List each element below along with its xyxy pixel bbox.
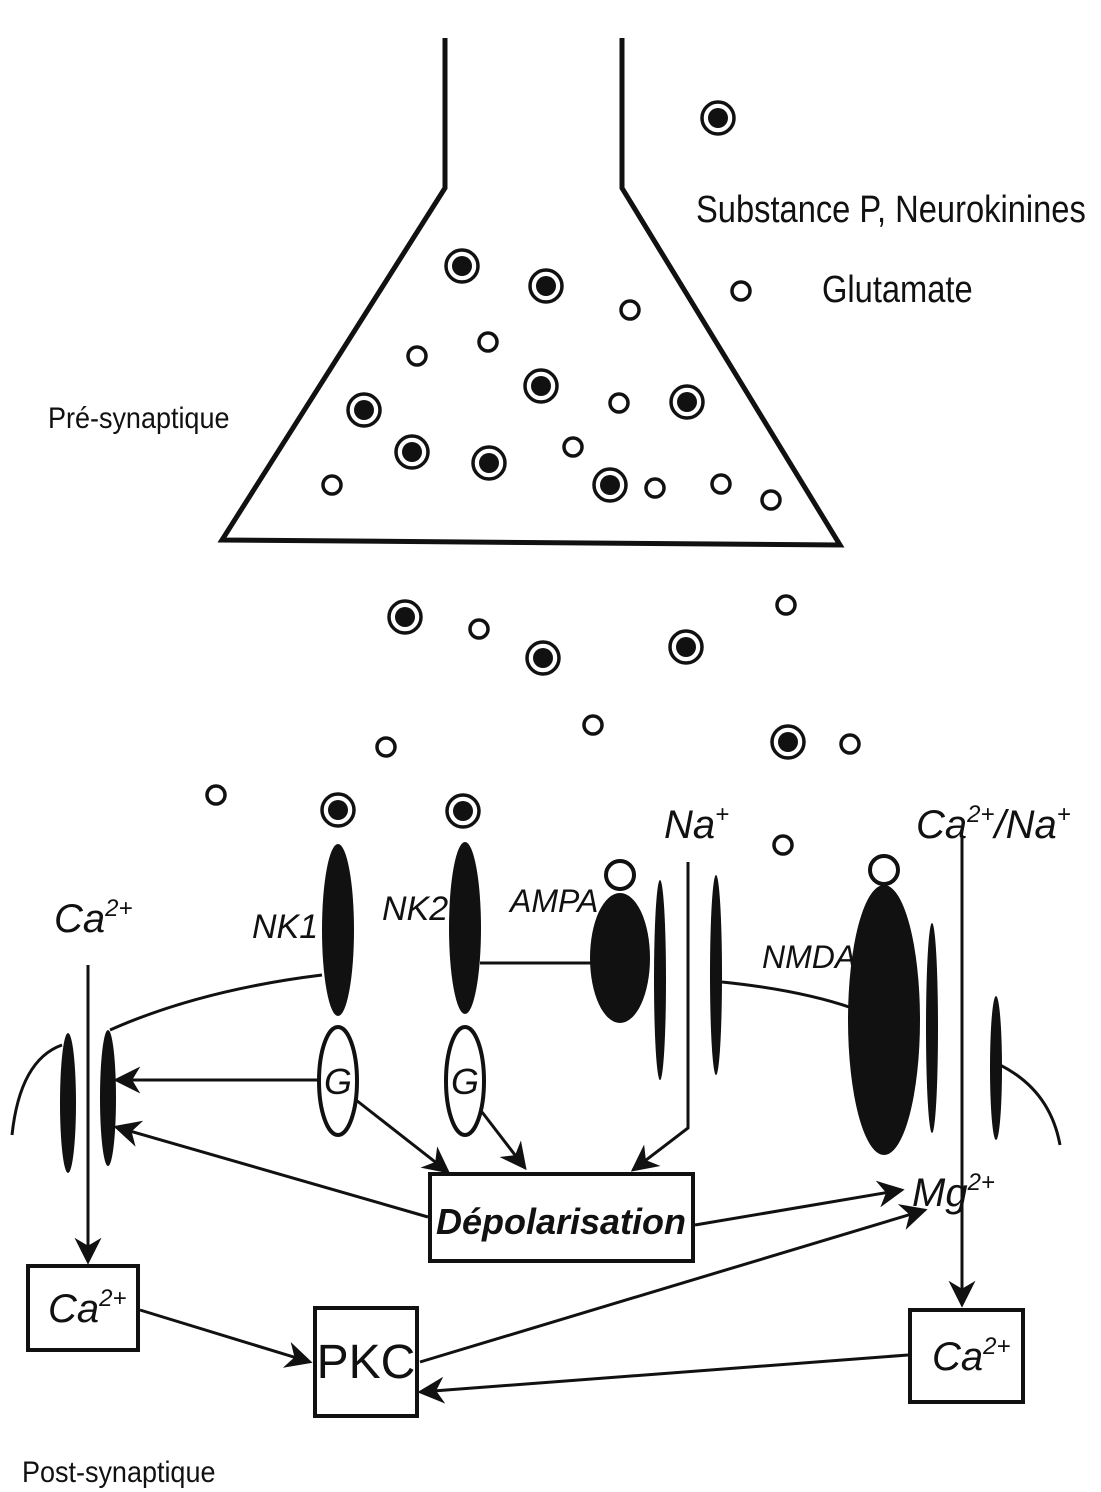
- ampa-label: AMPA: [508, 883, 598, 919]
- large-vesicle-substance-p: [446, 250, 478, 282]
- small-vesicle-glutamate: [377, 738, 395, 756]
- small-vesicle-glutamate: [564, 438, 582, 456]
- arrow-ca-right-to-pkc: [420, 1355, 908, 1392]
- arrows: [88, 838, 962, 1392]
- mg-block-label: Mg2+: [912, 1169, 995, 1215]
- small-vesicle-glutamate: [762, 491, 780, 509]
- large-vesicle-substance-p: [594, 469, 626, 501]
- nk2-label: NK2: [382, 890, 448, 928]
- arrow-depol-to-ca-channel: [116, 1127, 428, 1217]
- small-vesicle-glutamate: [712, 475, 730, 493]
- postsynaptic-label: Post-synaptique: [22, 1456, 215, 1490]
- pkc-label: PKC: [317, 1336, 416, 1389]
- depolarisation-label: Dépolarisation: [436, 1201, 686, 1242]
- small-vesicle-glutamate: [621, 301, 639, 319]
- large-vesicle-substance-p: [671, 386, 703, 418]
- ampa-receptor: [590, 861, 722, 1080]
- presynaptic-label: Pré-synaptique: [48, 402, 229, 436]
- large-vesicle-substance-p: [702, 102, 734, 134]
- nk1-label: NK1: [252, 908, 318, 946]
- ca-na-ion-label: Ca2+/Na+: [916, 801, 1071, 847]
- small-vesicle-glutamate: [323, 476, 341, 494]
- small-vesicle-glutamate: [479, 333, 497, 351]
- large-vesicle-substance-p: [447, 795, 479, 827]
- arrow-depol-to-mg: [695, 1190, 902, 1225]
- legend-large-vesicle-label: Substance P, Neurokinines: [696, 188, 1086, 231]
- nmda-receptor: [848, 856, 1002, 1155]
- arrow-nk1-g-to-depol: [356, 1100, 448, 1172]
- large-vesicle-substance-p: [389, 601, 421, 633]
- arrow-ca-left-to-pkc: [140, 1310, 310, 1362]
- large-vesicle-substance-p: [525, 370, 557, 402]
- large-vesicle-substance-p: [772, 726, 804, 758]
- arrow-nk2-g-to-depol: [482, 1112, 525, 1168]
- legend-small-vesicle-label: Glutamate: [822, 268, 973, 311]
- ca-ion-label-left: Ca2+: [54, 895, 133, 941]
- small-vesicle-glutamate: [841, 735, 859, 753]
- small-vesicle-glutamate: [610, 394, 628, 412]
- small-vesicle-glutamate: [777, 596, 795, 614]
- large-vesicle-substance-p: [527, 642, 559, 674]
- large-vesicle-substance-p: [473, 447, 505, 479]
- small-vesicle-glutamate: [774, 836, 792, 854]
- large-vesicle-substance-p: [322, 794, 354, 826]
- large-vesicle-substance-p: [670, 631, 702, 663]
- nmda-label: NMDA: [762, 939, 856, 975]
- small-vesicle-glutamate: [732, 282, 750, 300]
- large-vesicle-substance-p: [530, 270, 562, 302]
- g-protein-label-nk1: G: [324, 1061, 352, 1102]
- large-vesicle-substance-p: [396, 436, 428, 468]
- na-ion-label: Na+: [664, 801, 729, 847]
- large-vesicle-substance-p: [348, 394, 380, 426]
- small-vesicle-glutamate: [408, 347, 426, 365]
- g-protein-label-nk2: G: [451, 1061, 479, 1102]
- small-vesicle-glutamate: [207, 786, 225, 804]
- small-vesicle-glutamate: [646, 479, 664, 497]
- small-vesicle-glutamate: [470, 620, 488, 638]
- small-vesicle-glutamate: [584, 716, 602, 734]
